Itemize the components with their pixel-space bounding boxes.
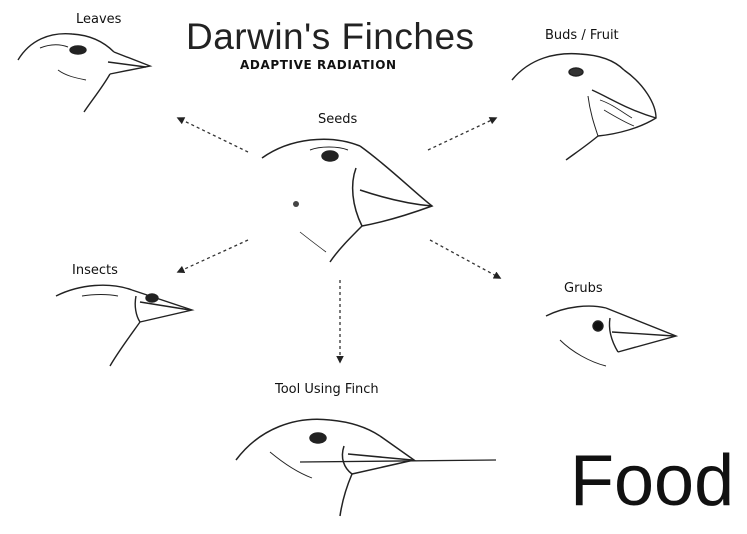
grubs-finch-illustration [546,306,676,366]
arrow-to-insects [178,240,248,272]
buds-fruit-finch-illustration [512,54,656,160]
tool-using-finch-illustration [236,419,496,516]
arrow-to-grubs [430,240,500,278]
leaves-finch-illustration [18,34,150,112]
arrow-to-leaves [178,118,248,152]
insects-finch-illustration [56,285,192,366]
arrow-to-buds [428,118,496,150]
seeds-finch-illustration [262,139,432,262]
